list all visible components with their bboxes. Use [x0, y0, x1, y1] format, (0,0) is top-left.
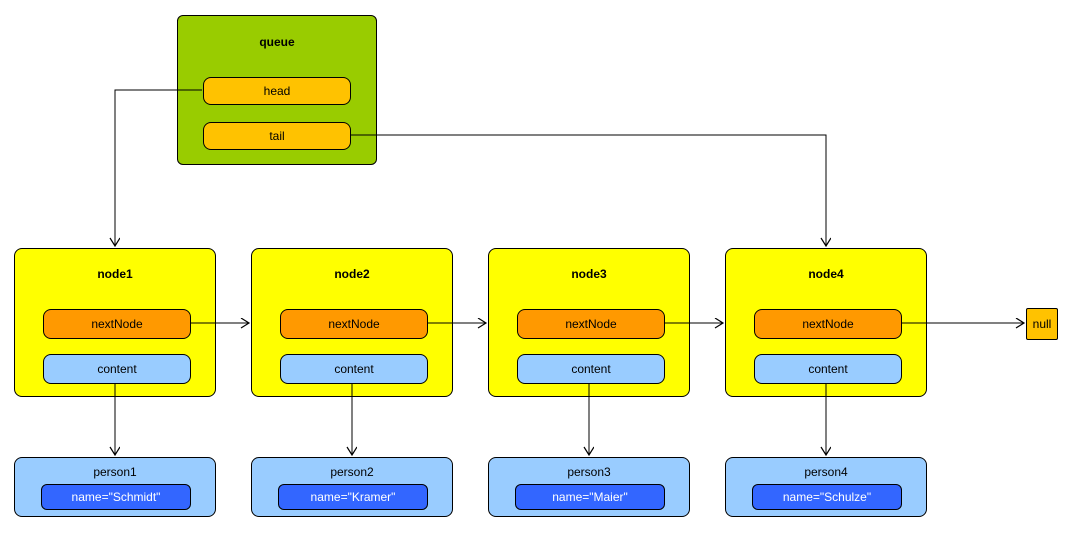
person3-title: person3 — [567, 465, 611, 479]
person2-box: person2 name="Kramer" — [251, 457, 453, 517]
node3-title: node3 — [571, 267, 607, 281]
null-box: null — [1026, 308, 1058, 340]
node1-box: node1 nextNode content — [14, 248, 216, 397]
person4-name-slot: name="Schulze" — [752, 484, 902, 510]
person1-name-slot: name="Schmidt" — [41, 484, 191, 510]
node3-box: node3 nextNode content — [488, 248, 690, 397]
person2-title: person2 — [330, 465, 374, 479]
person2-name-slot: name="Kramer" — [278, 484, 428, 510]
node1-title: node1 — [97, 267, 133, 281]
node2-box: node2 nextNode content — [251, 248, 453, 397]
queue-head-slot: head — [203, 77, 351, 105]
person4-box: person4 name="Schulze" — [725, 457, 927, 517]
node2-nextnode-slot: nextNode — [280, 309, 428, 339]
node3-content-slot: content — [517, 354, 665, 384]
node1-nextnode-slot: nextNode — [43, 309, 191, 339]
queue-title: queue — [259, 35, 295, 49]
edge-tail-to-node4 — [350, 134, 826, 246]
node4-content-slot: content — [754, 354, 902, 384]
person1-title: person1 — [93, 465, 137, 479]
node3-nextnode-slot: nextNode — [517, 309, 665, 339]
person3-name-slot: name="Maier" — [515, 484, 665, 510]
person3-box: person3 name="Maier" — [488, 457, 690, 517]
node2-content-slot: content — [280, 354, 428, 384]
node2-title: node2 — [334, 267, 370, 281]
person1-box: person1 name="Schmidt" — [14, 457, 216, 517]
queue-tail-slot: tail — [203, 122, 351, 150]
node1-content-slot: content — [43, 354, 191, 384]
node4-title: node4 — [808, 267, 844, 281]
node4-nextnode-slot: nextNode — [754, 309, 902, 339]
node4-box: node4 nextNode content — [725, 248, 927, 397]
person4-title: person4 — [804, 465, 848, 479]
queue-box: queue head tail — [177, 15, 377, 165]
